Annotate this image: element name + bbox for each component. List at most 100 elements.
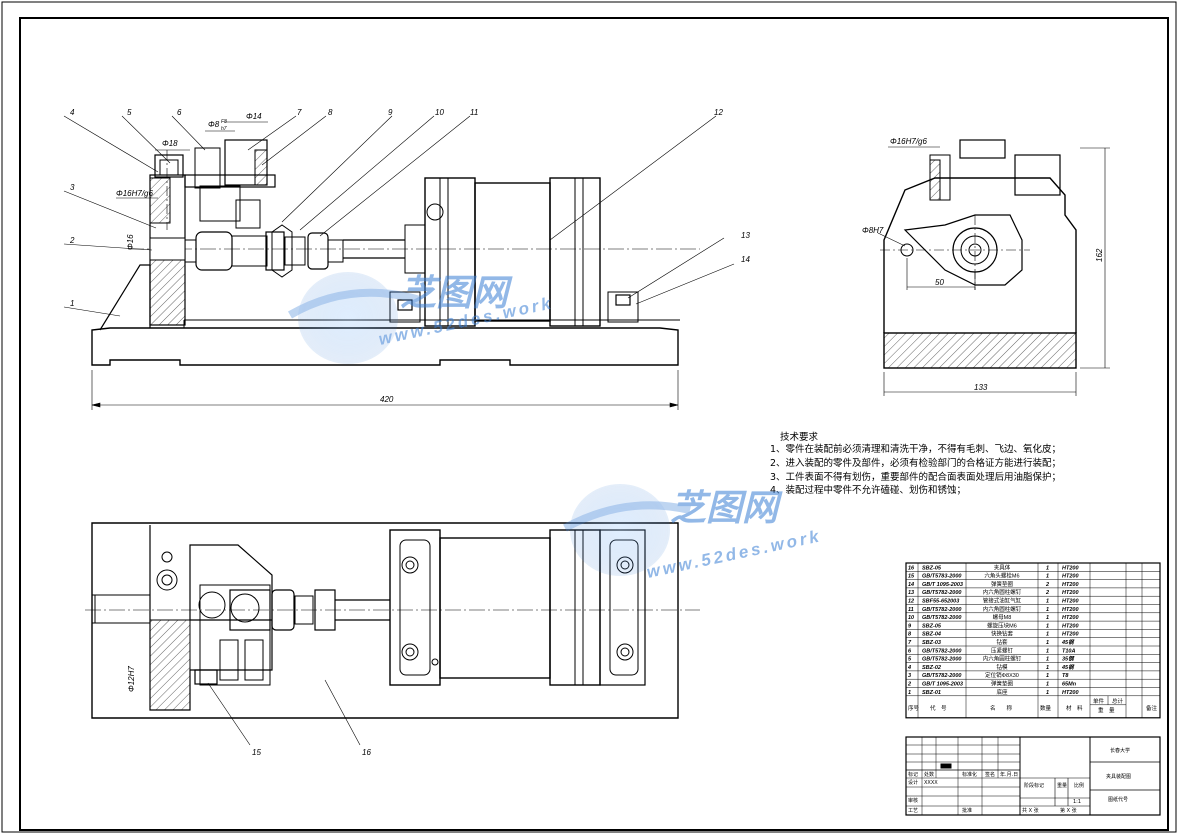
bom-cell-code: GB/T5782-2000	[922, 607, 961, 613]
plan-dim-d12: Φ12H7	[127, 666, 136, 692]
bom-cell-qty: 1	[1046, 648, 1049, 654]
bom-cell-qty: 1	[1046, 682, 1049, 688]
tb-drawing-no: 图纸代号	[1108, 796, 1128, 803]
bom-cell-mat: HT200	[1062, 574, 1079, 580]
side-dims	[877, 146, 1110, 396]
dim-d8-fit: F8	[221, 119, 227, 125]
bom-cell-no: 15	[908, 574, 915, 580]
bom-cell-qty: 1	[1046, 607, 1049, 613]
balloon-9: 9	[388, 108, 393, 117]
balloon-12: 12	[714, 108, 723, 117]
bom-cell-mat: HT200	[1062, 690, 1079, 696]
bom-header-mat: 材 料	[1066, 704, 1083, 712]
bom-cell-qty: 1	[1046, 640, 1049, 646]
watermark-brand-1: 芝图网	[400, 272, 513, 313]
bom-cell-name: 压紧螺钉	[991, 646, 1014, 654]
bom-cell-mat: 65Mn	[1062, 682, 1077, 688]
dim-420	[91, 370, 679, 410]
balloon-3: 3	[70, 183, 75, 192]
bom-cell-qty: 2	[1045, 582, 1049, 588]
bom-cell-mat: T10A	[1062, 648, 1075, 654]
tb-mark: 标记	[908, 771, 918, 778]
bom-header-unit: 单件	[1093, 697, 1105, 705]
tech-title: 技术要求	[780, 431, 819, 443]
side-dim-50: 50	[935, 278, 944, 287]
balloon-2: 2	[69, 236, 75, 245]
bom-cell-code: GB/T5782-2000	[922, 657, 961, 663]
bom-cell-no: 1	[908, 690, 911, 696]
tech-line-1: 1、零件在装配前必须清理和清洗干净，不得有毛刺、飞边、氧化皮；	[770, 443, 1061, 455]
bom-cell-mat: HT200	[1062, 615, 1079, 621]
tb-weight: 重量	[1057, 782, 1067, 789]
bom-cell-no: 9	[908, 623, 912, 629]
watermark-1: 芝图网 www.52des.work	[287, 272, 555, 364]
balloon-11: 11	[470, 108, 478, 117]
bom-cell-code: SBZ-02	[922, 665, 941, 671]
bom-cell-qty: 1	[1046, 615, 1049, 621]
bom-cell-name: 钻套	[996, 638, 1008, 646]
bom-cell-qty: 1	[1046, 690, 1049, 696]
balloon-6: 6	[177, 108, 182, 117]
tb-process: 工艺	[908, 808, 918, 814]
bom-cell-qty: 1	[1046, 623, 1049, 629]
bom-cell-qty: 1	[1046, 673, 1049, 679]
bom-cell-name: 内六角圆柱螺钉	[983, 655, 1022, 663]
side-dim-162: 162	[1095, 248, 1104, 262]
bom-header-code: 代 号	[930, 704, 947, 712]
dim-d16-fit: Φ16H7/g6	[116, 189, 153, 198]
tb-date: 年.月.日	[1000, 771, 1018, 778]
dim-d8: Φ8	[208, 120, 220, 129]
bom-cell-name: 内六角圆柱螺钉	[983, 588, 1022, 596]
balloon-5: 5	[127, 108, 132, 117]
tb-sign: 签名	[985, 771, 995, 778]
watermark-brand-2: 芝图网	[670, 487, 783, 528]
tb-stage: 阶段标记	[1024, 782, 1044, 789]
bom-cell-no: 4	[907, 665, 911, 671]
bom-cell-no: 12	[908, 599, 914, 605]
bom-cell-name: 管接式油缸气缸	[983, 597, 1022, 605]
bom-cell-no: 6	[908, 648, 912, 654]
tb-sheets: 共 X 张	[1022, 807, 1039, 814]
bom-cell-code: SBF55-652003	[922, 599, 959, 605]
bom-cell-name: 夹具体	[994, 563, 1011, 571]
bom-cell-qty: 2	[1045, 590, 1049, 596]
bom-cell-no: 10	[908, 615, 914, 621]
bom-cell-mat: HT200	[1062, 623, 1079, 629]
bom-cell-no: 2	[907, 682, 911, 688]
bom-cell-mat: HT200	[1062, 582, 1079, 588]
bom-cell-no: 5	[908, 657, 912, 663]
bom-cell-code: SBZ-04	[922, 632, 941, 638]
bom-cell-code: GB/T5783-2000	[922, 574, 961, 580]
bom-cell-name: 螺母M8	[993, 613, 1012, 621]
balloon-16: 16	[362, 748, 371, 757]
dim-420-label: 420	[380, 395, 394, 404]
bom-cell-qty: 1	[1046, 657, 1049, 663]
inner-border	[19, 17, 1169, 831]
bom-cell-code: GB/T5782-2000	[922, 673, 961, 679]
bom-cell-name: 弹簧垫圈	[991, 580, 1014, 588]
bom-cell-name: 六角头螺栓M6	[984, 572, 1019, 580]
tech-line-3: 3、工件表面不得有划伤，重要部件的配合面表面处理后用油脂保护；	[770, 471, 1061, 483]
dim-d8-fit2: h7	[221, 126, 227, 132]
bom-cell-mat: HT200	[1062, 565, 1079, 571]
tb-design-name: XXXX	[924, 780, 938, 786]
bom-cell-code: GB/T5782-2000	[922, 648, 961, 654]
bom-header-total: 总计	[1112, 697, 1124, 705]
bom-cell-no: 11	[908, 607, 914, 613]
title-block	[905, 736, 1161, 816]
bom-cell-code: GB/T5782-2000	[922, 615, 961, 621]
dim-d14: Φ14	[246, 112, 262, 121]
bom-cell-no: 8	[908, 632, 912, 638]
bom-cell-mat: T8	[1062, 673, 1069, 679]
leaders	[63, 115, 735, 746]
tb-scale-val: 1:1	[1073, 799, 1081, 805]
tb-count: 处数	[924, 771, 934, 778]
bom-cell-qty: 1	[1046, 665, 1049, 671]
bom-cell-no: 3	[908, 673, 911, 679]
bom-cell-mat: 35钢	[1062, 656, 1075, 663]
bom-cell-name: 螺旋压块M6	[987, 621, 1017, 629]
balloon-13: 13	[741, 231, 750, 240]
bom-cell-name: 快换钻套	[991, 630, 1014, 638]
